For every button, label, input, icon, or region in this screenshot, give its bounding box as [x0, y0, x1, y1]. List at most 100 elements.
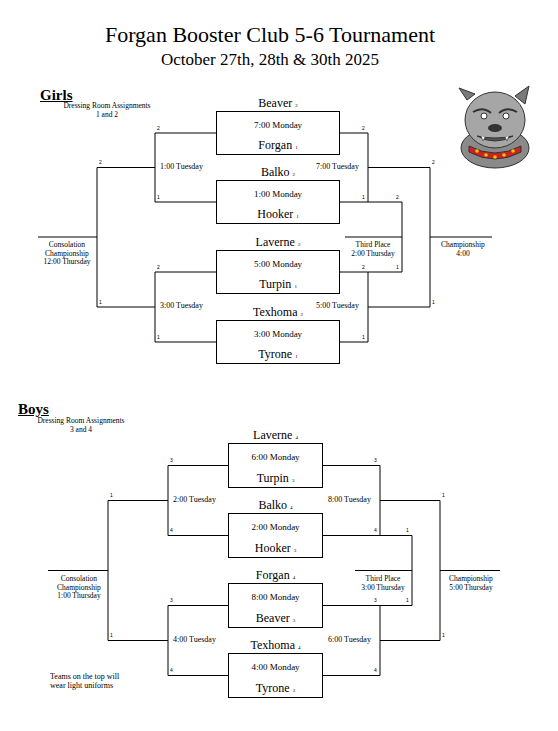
- note: Teams on the top will wear light uniform…: [50, 672, 136, 690]
- text-row: Texhoma4: [209, 639, 342, 651]
- consolation-line: [48, 570, 108, 571]
- slot-number: 2: [432, 160, 435, 166]
- seed-number: 4: [298, 645, 301, 650]
- slot-number: 1: [157, 195, 160, 201]
- seed-number: 3: [292, 478, 295, 483]
- team-name: Texhoma: [251, 638, 295, 652]
- mascot-brow: [473, 109, 491, 113]
- collar-stud: [502, 153, 506, 157]
- team-name: Beaver: [258, 96, 292, 110]
- slot-number: 2: [396, 195, 399, 201]
- championship-line: [440, 570, 500, 571]
- game-caption: Championship 5:00 Thursday: [444, 575, 498, 592]
- seed-number: 4: [290, 505, 293, 510]
- consolation-bracket: [97, 168, 155, 308]
- subtitle: October 27th, 28th & 30th 2025: [0, 50, 540, 70]
- text-row: Beaver3: [209, 612, 342, 624]
- seed-number: 3: [293, 618, 296, 623]
- team-name: Turpin: [257, 471, 289, 485]
- game-box: Forgan48:00 MondayBeaver3: [228, 583, 323, 628]
- game-caption: Consolation Championship 1:00 Thursday: [50, 575, 108, 601]
- team-name: Balko: [261, 165, 290, 179]
- text-row: Laverne2: [197, 236, 359, 248]
- mascot-collar: [469, 146, 521, 159]
- text-row: Forgan4: [209, 569, 342, 581]
- slot-number: 1: [406, 598, 409, 604]
- game-box: Texhoma44:00 MondayTyrone3: [228, 653, 323, 698]
- team-name: Tyrone: [256, 681, 290, 695]
- game-time: 6:00 Monday: [251, 452, 299, 462]
- slot-number: 1: [396, 265, 399, 271]
- game-caption: Championship 4:00: [436, 241, 490, 258]
- slot-number: 1: [157, 335, 160, 341]
- text-row: 7:00 Monday: [197, 121, 359, 130]
- slot-number: 1: [442, 633, 445, 639]
- slot-number: 3: [374, 458, 377, 464]
- game-box: Balko42:00 MondayHooker3: [228, 513, 323, 558]
- bracket-line: [155, 272, 216, 342]
- team-name: Hooker: [255, 541, 291, 555]
- text-row: 8:00 Monday: [209, 593, 342, 602]
- team-name: Balko: [258, 498, 287, 512]
- team-name: Laverne: [256, 235, 295, 249]
- game-time: 2:00 Tuesday: [173, 496, 216, 504]
- game-time: 2:00 Monday: [251, 522, 299, 532]
- seed-number: 2: [298, 242, 301, 247]
- game-time: 4:00 Monday: [251, 662, 299, 672]
- text-row: 5:00 Monday: [197, 260, 359, 269]
- mascot-nose: [488, 124, 502, 132]
- seed-number: 1: [295, 354, 298, 359]
- game-caption: Third Place 3:00 Thursday: [359, 575, 407, 592]
- text-row: Balko4: [209, 499, 342, 511]
- seed-number: 3: [293, 688, 296, 693]
- collar-stud: [475, 149, 479, 153]
- slot-number: 1: [432, 300, 435, 306]
- bulldog-mascot: [459, 86, 529, 168]
- seed-number: 2: [295, 103, 298, 108]
- slot-number: 2: [157, 265, 160, 271]
- bracket-line: [323, 466, 380, 536]
- slot-number: 1: [110, 633, 113, 639]
- slot-number: 1: [110, 493, 113, 499]
- text-row: 2:00 Monday: [209, 523, 342, 532]
- team-name: Forgan: [258, 138, 292, 152]
- third-place-line: [355, 570, 412, 571]
- slot-number: 4: [374, 668, 377, 674]
- slot-number: 3: [170, 598, 173, 604]
- bracket-line: [323, 606, 380, 676]
- team-name: Hooker: [257, 207, 293, 221]
- title: Forgan Booster Club 5-6 Tournament: [0, 24, 540, 46]
- text-row: 4:00 Monday: [209, 663, 342, 672]
- mascot-mouth: [477, 136, 513, 141]
- text-row: Turpin1: [197, 278, 359, 290]
- seed-number: 4: [295, 435, 298, 440]
- text-row: 1:00 Monday: [197, 190, 359, 199]
- game-box: Laverne46:00 MondayTurpin3: [228, 443, 323, 488]
- team-name: Forgan: [256, 568, 290, 582]
- text-row: Turpin3: [209, 472, 342, 484]
- game-caption: Third Place 2:00 Thursday: [349, 241, 397, 258]
- bracket-line: [155, 133, 216, 202]
- text-row: Beaver2: [197, 97, 359, 109]
- seed-number: 4: [293, 575, 296, 580]
- slot-number: 4: [374, 528, 377, 534]
- text-row: 3:00 Monday: [197, 330, 359, 339]
- slot-number: 1: [99, 300, 102, 306]
- game-time: 8:00 Monday: [251, 592, 299, 602]
- seed-number: 2: [300, 312, 303, 317]
- slot-number: 1: [442, 493, 445, 499]
- note: Dressing Room Assignments 1 and 2: [62, 102, 152, 119]
- slot-number: 2: [99, 160, 102, 166]
- game-time: 7:00 Monday: [254, 120, 302, 130]
- slot-number: 2: [157, 126, 160, 132]
- third-place-line: [345, 237, 402, 238]
- championship-line: [430, 237, 492, 238]
- mascot-brow: [499, 109, 517, 113]
- slot-number: 1: [362, 195, 365, 201]
- seed-number: 1: [294, 284, 297, 289]
- game-box: Balko21:00 MondayHooker1: [216, 180, 340, 224]
- bracket-line: [168, 466, 228, 536]
- mascot-eye: [503, 113, 509, 119]
- text-row: Hooker3: [209, 542, 342, 554]
